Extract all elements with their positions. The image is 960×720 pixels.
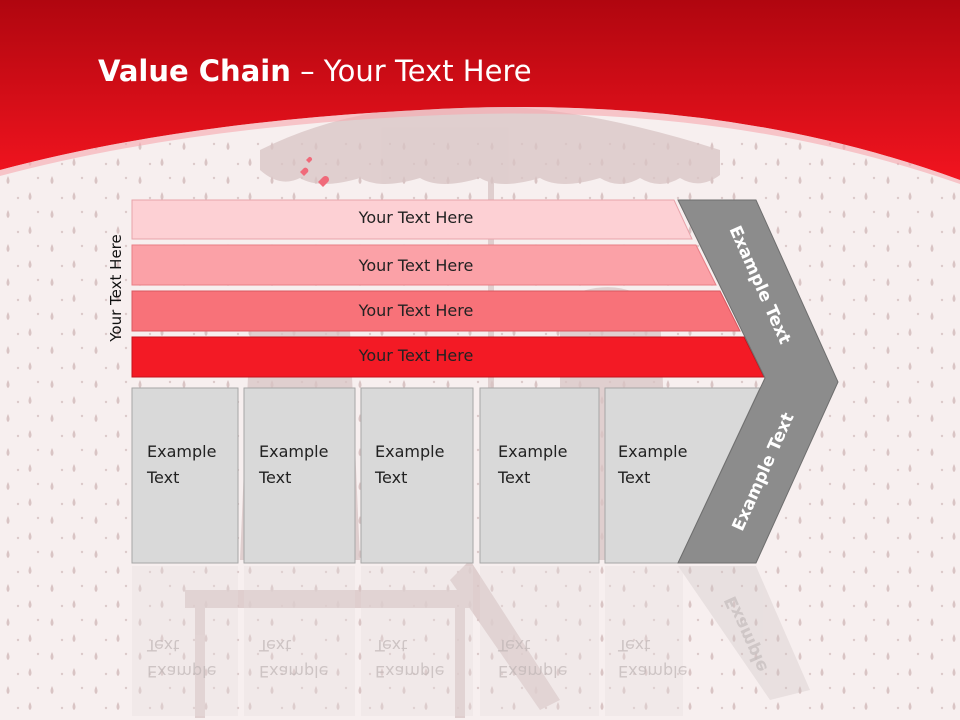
title-bold: Value Chain: [98, 54, 291, 88]
box-2-label: Example Text: [259, 439, 349, 491]
reflection-line1: Example: [375, 662, 445, 681]
box-1-label: Example Text: [147, 439, 237, 491]
box-4-shape: [479, 387, 600, 564]
band-2-label: Your Text Here: [358, 256, 474, 275]
box-3-line1: Example: [375, 442, 445, 461]
side-label: Your Text Here: [107, 234, 125, 342]
box-5-line1: Example: [618, 442, 688, 461]
band-3-shape: [131, 290, 741, 332]
box-4-label: Example Text: [498, 439, 588, 491]
box-3-line2: Text: [375, 468, 408, 487]
reflection-line1: Example: [618, 662, 688, 681]
chevron-shape: [677, 199, 839, 564]
box-4-line1: Example: [498, 442, 568, 461]
reflection-line2: Text: [259, 636, 292, 655]
reflection-line1: Example: [147, 662, 217, 681]
reflection-box-3-text: Example Text: [375, 632, 444, 684]
box-5-label: Example Text: [618, 439, 708, 491]
box-4-line2: Text: [498, 468, 531, 487]
slide-title: Value Chain – Your Text Here: [98, 54, 532, 88]
box-3-shape: [360, 387, 474, 564]
band-4-label: Your Text Here: [358, 346, 474, 365]
reflection-box-2-text: Example Text: [259, 632, 328, 684]
band-1-shape: [131, 199, 693, 240]
reflection-line2: Text: [498, 636, 531, 655]
title-rest: – Your Text Here: [290, 54, 532, 88]
reflection-line2: Text: [375, 636, 408, 655]
band-1-label: Your Text Here: [358, 208, 474, 227]
box-2-line1: Example: [259, 442, 329, 461]
reflection-box-4-text: Example Text: [498, 632, 567, 684]
hearts: [300, 156, 330, 187]
band-3-label: Your Text Here: [358, 301, 474, 320]
box-3-label: Example Text: [375, 439, 465, 491]
box-1-line1: Example: [147, 442, 217, 461]
box-5-line2: Text: [618, 468, 651, 487]
box-1-line2: Text: [147, 468, 180, 487]
reflection-line2: Text: [618, 636, 651, 655]
reflection-line1: Example: [259, 662, 329, 681]
reflection: [132, 566, 810, 716]
reflection-line1: Example: [498, 662, 568, 681]
reflection-box-1-text: Example Text: [147, 632, 216, 684]
box-1-shape: [131, 387, 239, 564]
box-2-shape: [243, 387, 356, 564]
box-2-line2: Text: [259, 468, 292, 487]
band-2-shape: [131, 244, 717, 286]
reflection-box-5-text: Example Text: [618, 632, 687, 684]
reflection-line2: Text: [147, 636, 180, 655]
